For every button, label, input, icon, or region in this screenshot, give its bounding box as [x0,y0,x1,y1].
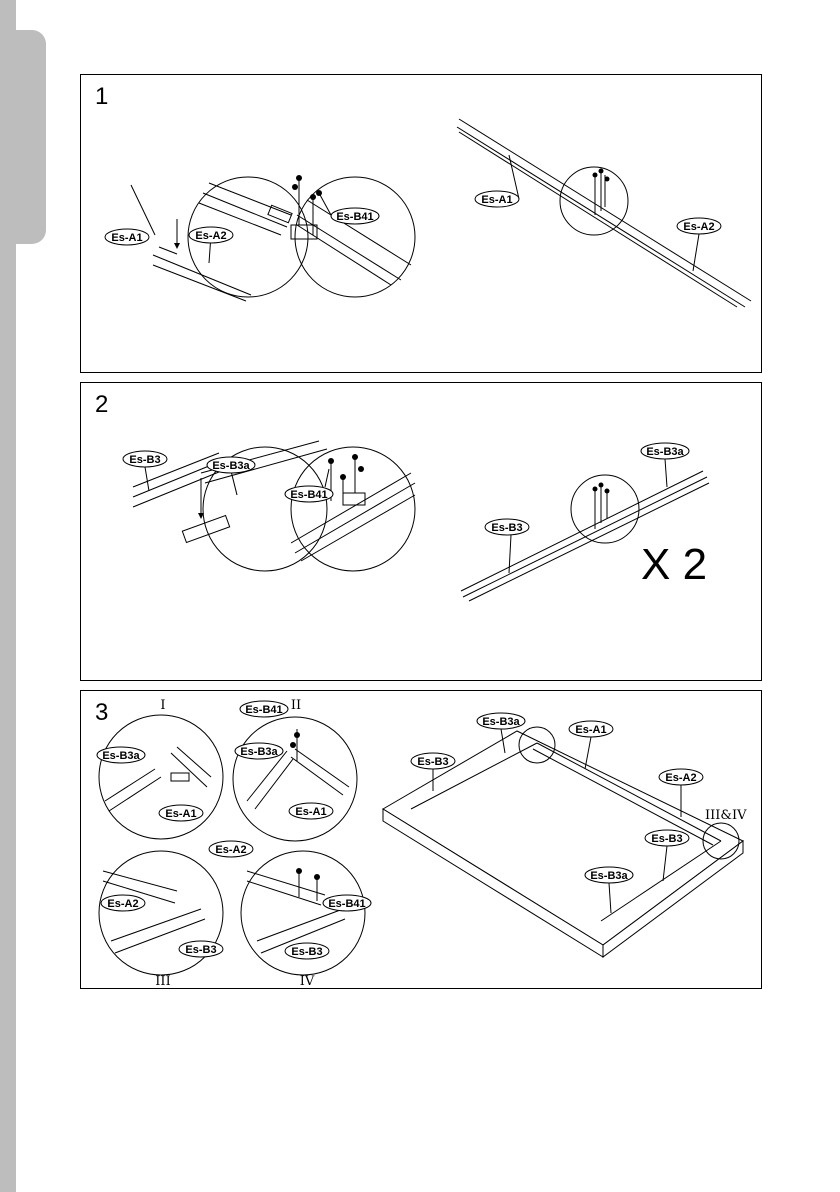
svg-text:Es-A2: Es-A2 [215,844,246,856]
svg-text:Es-B3a: Es-B3a [240,746,278,758]
svg-text:Es-B3: Es-B3 [417,756,448,768]
svg-text:Es-B41: Es-B41 [336,211,373,223]
detail-II: II Es-B41 Es-B3a Es-A1 [233,698,357,841]
svg-text:Es-B3: Es-B3 [651,833,682,845]
svg-text:Es-B3a: Es-B3a [212,460,250,472]
svg-text:Es-A1: Es-A1 [111,232,142,244]
quantity-multiplier: X 2 [641,540,707,589]
detail-I: I Es-B3a Es-A1 [97,698,223,839]
label-es-b3-main: Es-B3 [485,519,529,573]
svg-text:Es-B3: Es-B3 [491,522,522,534]
svg-text:Es-B41: Es-B41 [328,898,365,910]
step-1-panel: 1 [80,74,762,373]
svg-text:Es-B3: Es-B3 [291,946,322,958]
svg-text:Es-B3a: Es-B3a [102,750,140,762]
label-es-b41-detail: Es-B41 [319,193,379,224]
svg-text:Es-A1: Es-A1 [575,724,606,736]
svg-text:Es-B3: Es-B3 [129,454,160,466]
label-es-a2-detail: Es-A2 [189,227,233,263]
rail-assembly [457,119,751,307]
svg-text:Es-A2: Es-A2 [683,221,714,233]
step-1-illustration: Es-A1 Es-A2 Es-B41 Es-A1 Es-A2 [81,75,763,374]
step-2-panel: 2 [80,382,762,681]
label-es-b41-detail: Es-B41 [285,469,333,502]
label-es-a2-main: Es-A2 [677,218,721,271]
label-es-b3a-main: Es-B3a [641,443,689,487]
svg-text:IV: IV [300,974,315,989]
corner-detail-reference: III&IV [705,808,747,823]
svg-text:Es-B41: Es-B41 [290,489,327,501]
svg-text:Es-A2: Es-A2 [665,772,696,784]
step-3-illustration: I Es-B3a Es-A1 II Es-B41 Es-B3a [81,691,763,990]
svg-text:III: III [155,974,170,989]
label-es-a1-main: Es-A1 [475,155,519,207]
svg-text:Es-A1: Es-A1 [165,808,196,820]
svg-text:Es-B3a: Es-B3a [590,870,628,882]
svg-text:II: II [291,698,301,713]
svg-text:I: I [160,698,165,713]
svg-text:Es-A2: Es-A2 [195,230,226,242]
detail-III: III Es-A2 Es-B3 [99,851,223,989]
svg-text:Es-A1: Es-A1 [295,806,326,818]
page-edge-tab [0,30,46,244]
svg-text:Es-B3a: Es-B3a [646,446,684,458]
label-es-b3-detail: Es-B3 [123,451,167,491]
detail-circle-screws [291,175,415,297]
svg-text:Es-B3a: Es-B3a [482,716,520,728]
svg-text:Es-B3: Es-B3 [185,944,216,956]
svg-text:Es-A2: Es-A2 [107,898,138,910]
step-3-panel: 3 I Es-B3a Es-A1 II Es- [80,690,762,989]
detail-IV: IV Es-A2 Es-B41 Es-B3 [209,841,371,989]
step-2-illustration: X 2 Es-B3 Es-B3a Es-B41 Es-B3 Es-B3a [81,383,763,682]
label-es-a1-detail: Es-A1 [105,185,155,245]
svg-text:Es-A1: Es-A1 [481,194,512,206]
svg-text:Es-B41: Es-B41 [245,704,282,716]
